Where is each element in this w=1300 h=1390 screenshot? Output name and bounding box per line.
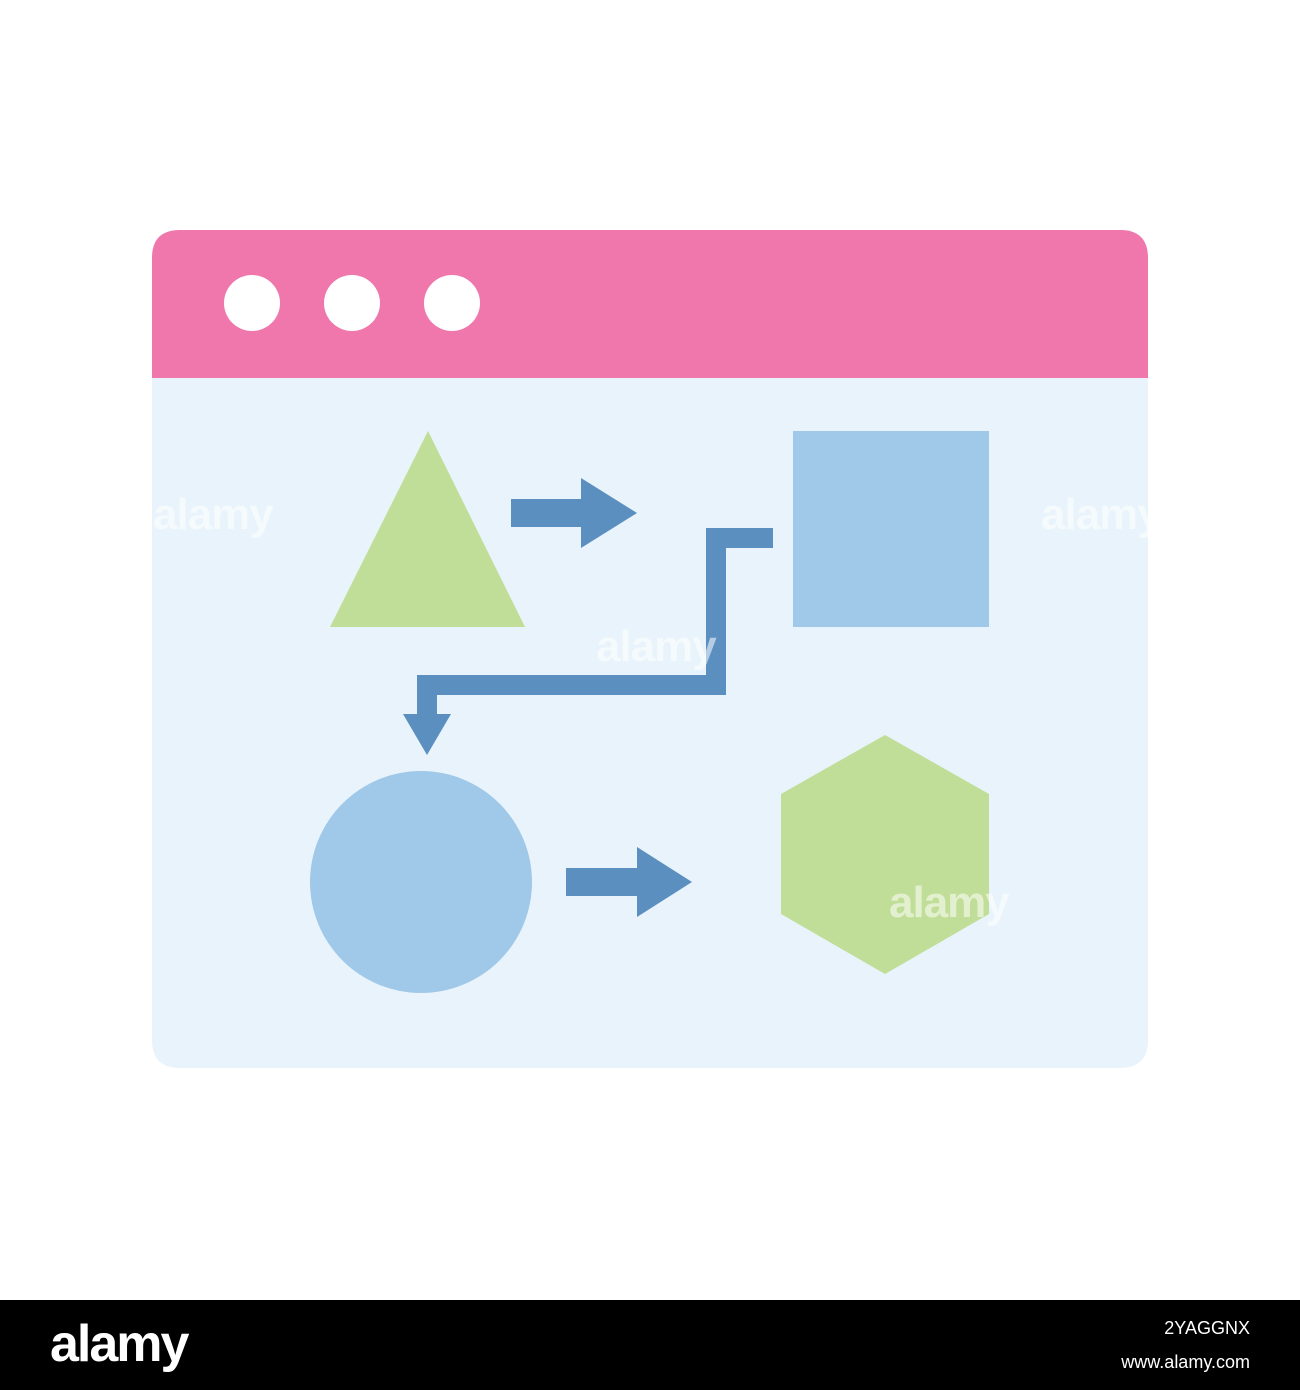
footer-bar: alamy 2YAGGNX www.alamy.com [0, 1300, 1300, 1390]
triangle-shape-icon [330, 431, 525, 627]
window-dot-2 [324, 275, 380, 331]
square-shape-icon [793, 431, 989, 627]
footer-logo: alamy [50, 1315, 189, 1373]
watermark: alamy [153, 490, 274, 539]
arrow-right-icon [511, 478, 637, 548]
watermark: alamy [889, 878, 1010, 927]
hexagon-shape-icon [781, 735, 989, 974]
workflow-illustration [152, 230, 1148, 1068]
window-dot-3 [424, 275, 480, 331]
watermark: alamy [1041, 490, 1162, 539]
window-dot-1 [224, 275, 280, 331]
window-title-bar [152, 230, 1148, 378]
connector-arrow-down-icon [403, 528, 773, 755]
circle-shape-icon [310, 771, 532, 993]
footer-image-id: 2YAGGNX [1164, 1318, 1250, 1338]
watermark: alamy [596, 622, 717, 671]
arrow-right-icon [566, 847, 692, 917]
footer-url: www.alamy.com [1121, 1352, 1250, 1372]
window-body [152, 376, 1148, 1068]
